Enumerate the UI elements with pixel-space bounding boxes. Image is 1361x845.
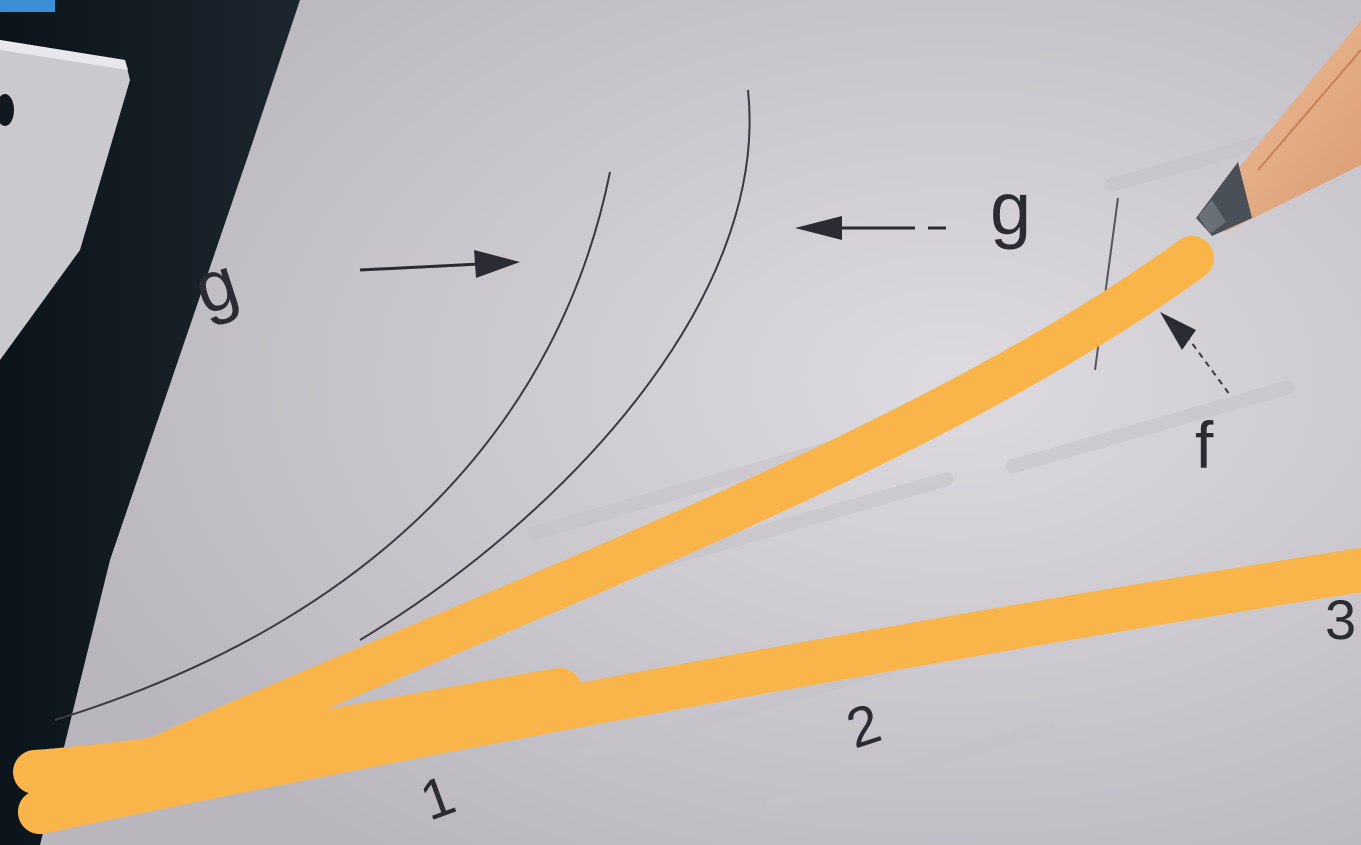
outer-arc [359,89,751,641]
arrow-left-dashed [795,216,946,240]
pencil [1196,20,1361,236]
inner-arc [54,171,611,721]
arrow-up-dashed [1160,312,1231,396]
arrow-right [359,250,520,278]
label-f: f [1195,408,1214,482]
label-3: 3 [1325,588,1357,651]
calculator-device [0,0,300,845]
label-g-right: g [990,167,1032,250]
highlight-strokes [13,236,1361,834]
